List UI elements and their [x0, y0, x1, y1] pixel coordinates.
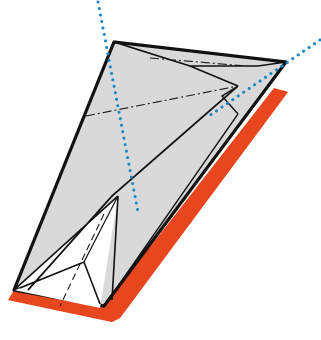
- origami-diagram: [0, 0, 321, 340]
